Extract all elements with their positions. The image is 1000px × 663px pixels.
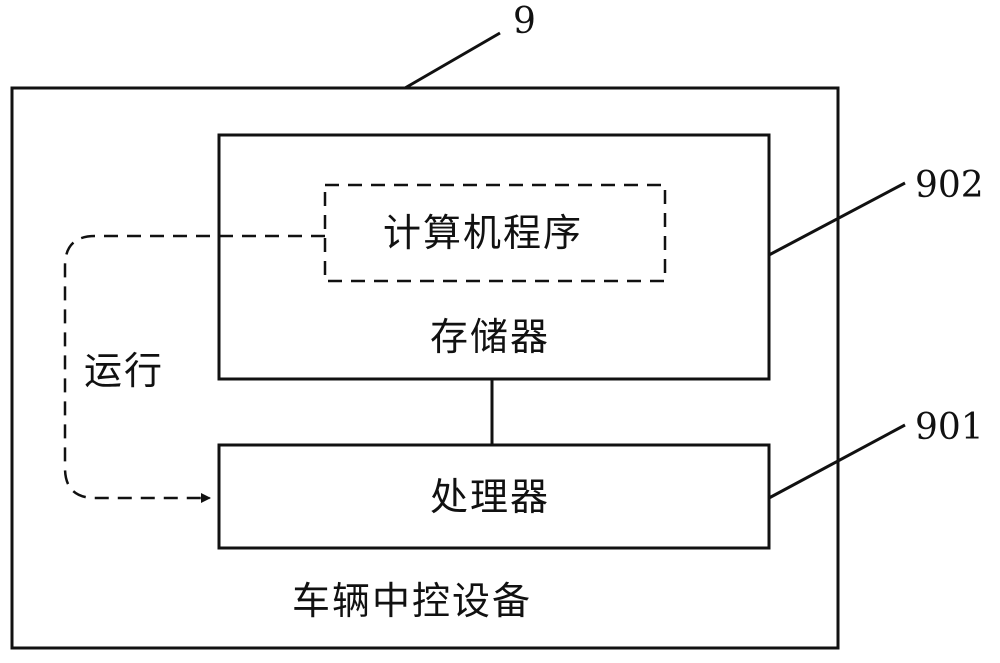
leader-line-9 xyxy=(404,31,501,90)
memory-label: 存储器 xyxy=(430,315,551,359)
program-box xyxy=(323,183,667,283)
processor-label: 处理器 xyxy=(430,475,551,519)
device-box xyxy=(10,86,840,650)
reference-label-902: 902 xyxy=(915,165,984,206)
device-label: 车辆中控设备 xyxy=(292,579,533,623)
reference-label-901: 901 xyxy=(915,407,984,448)
leader-line-902 xyxy=(768,181,906,257)
program-label: 计算机程序 xyxy=(383,211,584,255)
reference-label-9: 9 xyxy=(513,1,536,42)
memory-box xyxy=(217,133,771,381)
run-label: 运行 xyxy=(84,349,165,393)
run-arrow xyxy=(63,234,325,503)
leader-line-901 xyxy=(768,423,906,500)
